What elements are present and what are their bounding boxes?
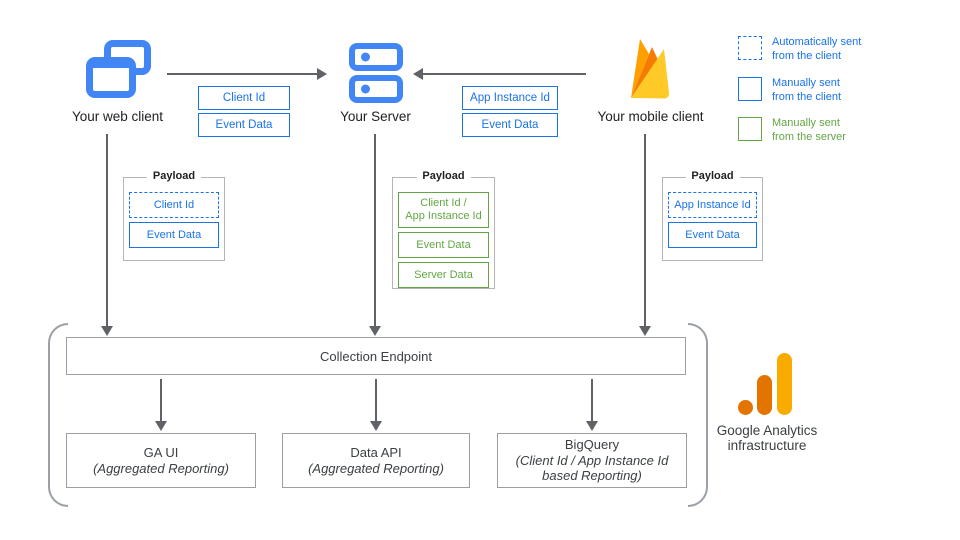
firebase-icon [622, 34, 680, 106]
service-detail: (Client Id / App Instance Id based Repor… [515, 452, 669, 484]
web-to-server-tags: Client Id Event Data [198, 86, 290, 137]
infrastructure-caption: Google Analytics infrastructure [697, 423, 837, 453]
arrow-server-down-line [374, 134, 376, 326]
legend-swatch-manual-client [738, 77, 762, 101]
legend-line: from the server [772, 130, 846, 143]
arrow-to-bigquery-head [586, 421, 598, 431]
legend-line: Manually sent [772, 117, 840, 129]
server-led-dot [361, 84, 370, 94]
server-payload-box: Payload Client Id / App Instance Id Even… [392, 170, 495, 289]
tag-app-instance-id: App Instance Id [462, 86, 558, 110]
server-row-shape [349, 75, 403, 103]
server-led-dot [361, 52, 370, 62]
tag-event-data: Event Data [462, 113, 558, 137]
server-label: Your Server [340, 109, 411, 124]
arrow-mobile-to-server-head [413, 68, 423, 80]
arrow-server-down-head [369, 326, 381, 336]
window-front-shape [86, 57, 136, 98]
infrastructure-bracket-right [688, 323, 708, 507]
legend-line: Automatically sent [772, 36, 862, 48]
collection-endpoint-box: Collection Endpoint [66, 337, 686, 375]
legend-swatch-manual-server [738, 117, 762, 141]
server-row-shape [349, 43, 403, 71]
legend-line: Manually sent [772, 77, 840, 89]
arrow-to-data-api-head [370, 421, 382, 431]
legend-label-manual-server: Manually sent from the server [772, 117, 846, 144]
tag-event-data: Event Data [198, 113, 290, 137]
payload-title: Payload [685, 170, 740, 182]
payload-item-event-data: Event Data [398, 232, 489, 258]
legend-swatch-auto-client [738, 36, 762, 60]
payload-item-client-id: Client Id [129, 192, 219, 218]
infrastructure-bracket-left [48, 323, 68, 507]
arrow-mobile-down-head [639, 326, 651, 336]
service-name: GA UI [143, 445, 179, 460]
arrow-web-down-line [106, 134, 108, 326]
legend-line: from the client [772, 49, 842, 62]
arrow-web-to-server-line [167, 73, 317, 75]
payload-item-event-data: Event Data [668, 222, 757, 248]
collection-endpoint-label: Collection Endpoint [319, 348, 433, 364]
payload-item-client-app-id: Client Id / App Instance Id [398, 192, 489, 228]
arrow-web-down-head [101, 326, 113, 336]
server-icon [349, 43, 403, 103]
google-analytics-icon [777, 353, 792, 415]
web-client-label: Your web client [71, 109, 164, 124]
caption-line: infrastructure [727, 438, 807, 453]
legend-label-manual-client: Manually sent from the client [772, 77, 841, 104]
data-api-box: Data API (Aggregated Reporting) [282, 433, 470, 488]
service-name: Data API [350, 445, 402, 460]
google-analytics-icon [738, 400, 753, 415]
caption-line: Google Analytics [716, 423, 818, 438]
google-analytics-icon [757, 375, 772, 415]
mobile-client-label: Your mobile client [597, 109, 704, 124]
service-detail: (Aggregated Reporting) [308, 460, 444, 476]
payload-item-event-data: Event Data [129, 222, 219, 248]
arrow-mobile-down-line [644, 134, 646, 326]
payload-title: Payload [146, 170, 202, 182]
payload-title: Payload [416, 170, 471, 182]
web-payload-box: Payload Client Id Event Data [123, 170, 225, 261]
web-client-icon [86, 40, 152, 108]
mobile-payload-box: Payload App Instance Id Event Data [662, 170, 763, 261]
arrow-web-to-server-head [317, 68, 327, 80]
arrow-to-data-api-line [375, 379, 377, 421]
tag-client-id: Client Id [198, 86, 290, 110]
arrow-to-ga-ui-head [155, 421, 167, 431]
payload-item-app-instance-id: App Instance Id [668, 192, 757, 218]
bigquery-box: BigQuery (Client Id / App Instance Id ba… [497, 433, 687, 488]
arrow-to-ga-ui-line [160, 379, 162, 421]
service-detail: (Aggregated Reporting) [93, 460, 229, 476]
arrow-mobile-to-server-line [423, 73, 586, 75]
arrow-to-bigquery-line [591, 379, 593, 421]
legend-line: from the client [772, 90, 842, 103]
mobile-to-server-tags: App Instance Id Event Data [462, 86, 558, 137]
service-name: BigQuery [564, 437, 620, 453]
legend-label-auto-client: Automatically sent from the client [772, 36, 861, 63]
ga-ui-box: GA UI (Aggregated Reporting) [66, 433, 256, 488]
payload-item-server-data: Server Data [398, 262, 489, 288]
